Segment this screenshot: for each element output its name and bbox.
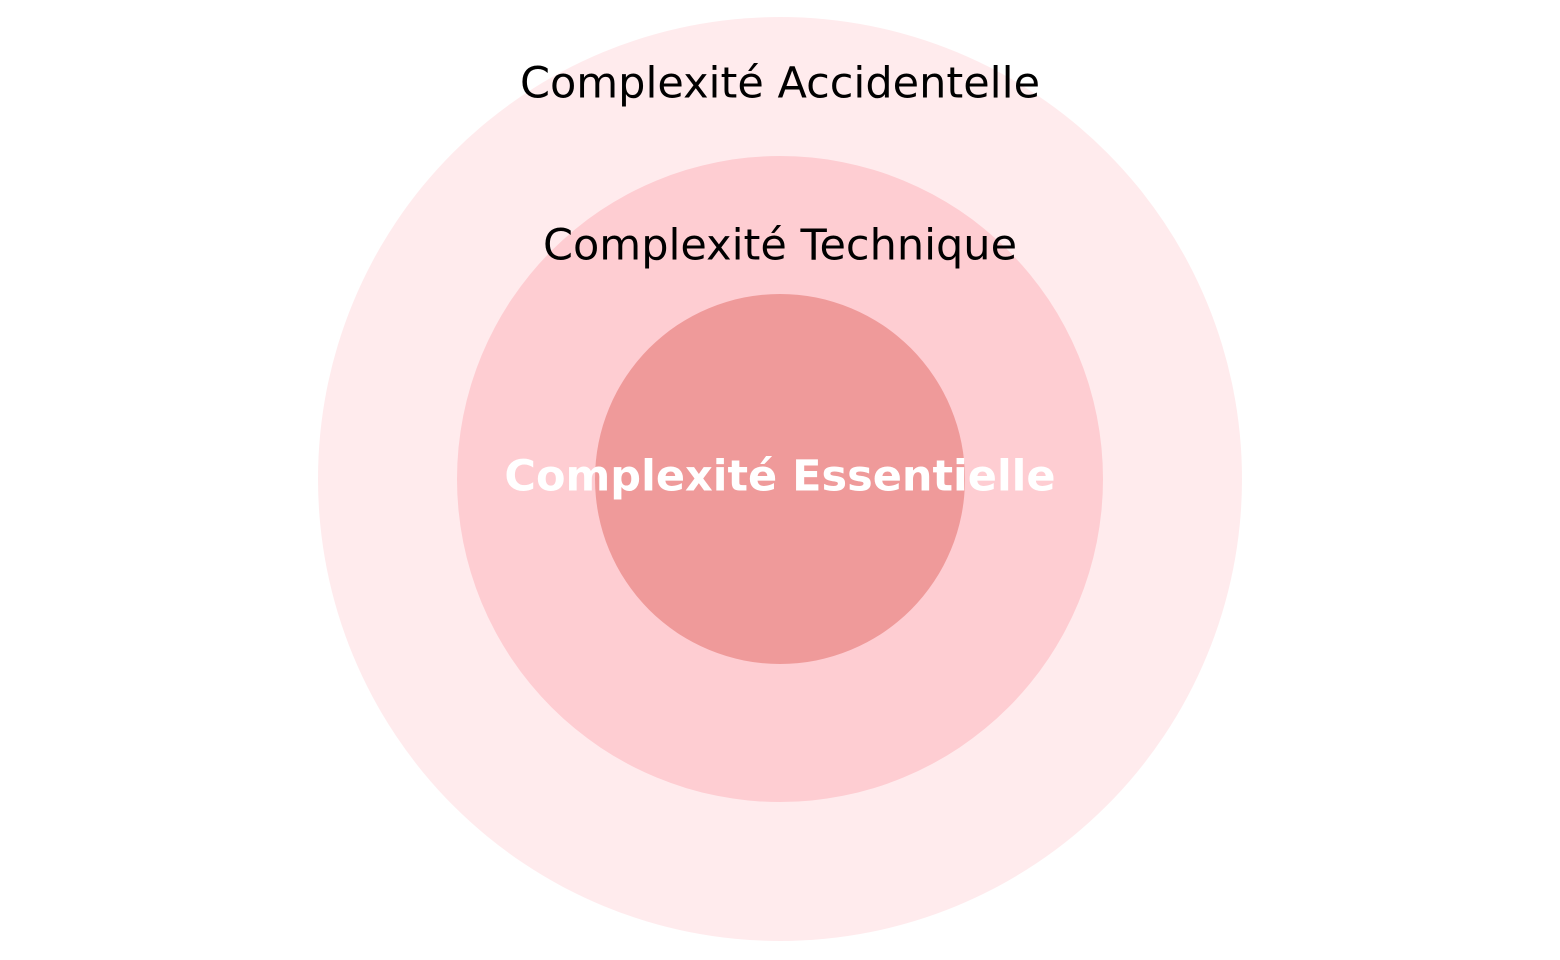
outer-ring-label: Complexité Accidentelle: [520, 59, 1040, 109]
inner-circle: [595, 294, 965, 664]
inner-circle-label: Complexité Essentielle: [504, 452, 1055, 502]
middle-ring-label: Complexité Technique: [543, 221, 1017, 271]
